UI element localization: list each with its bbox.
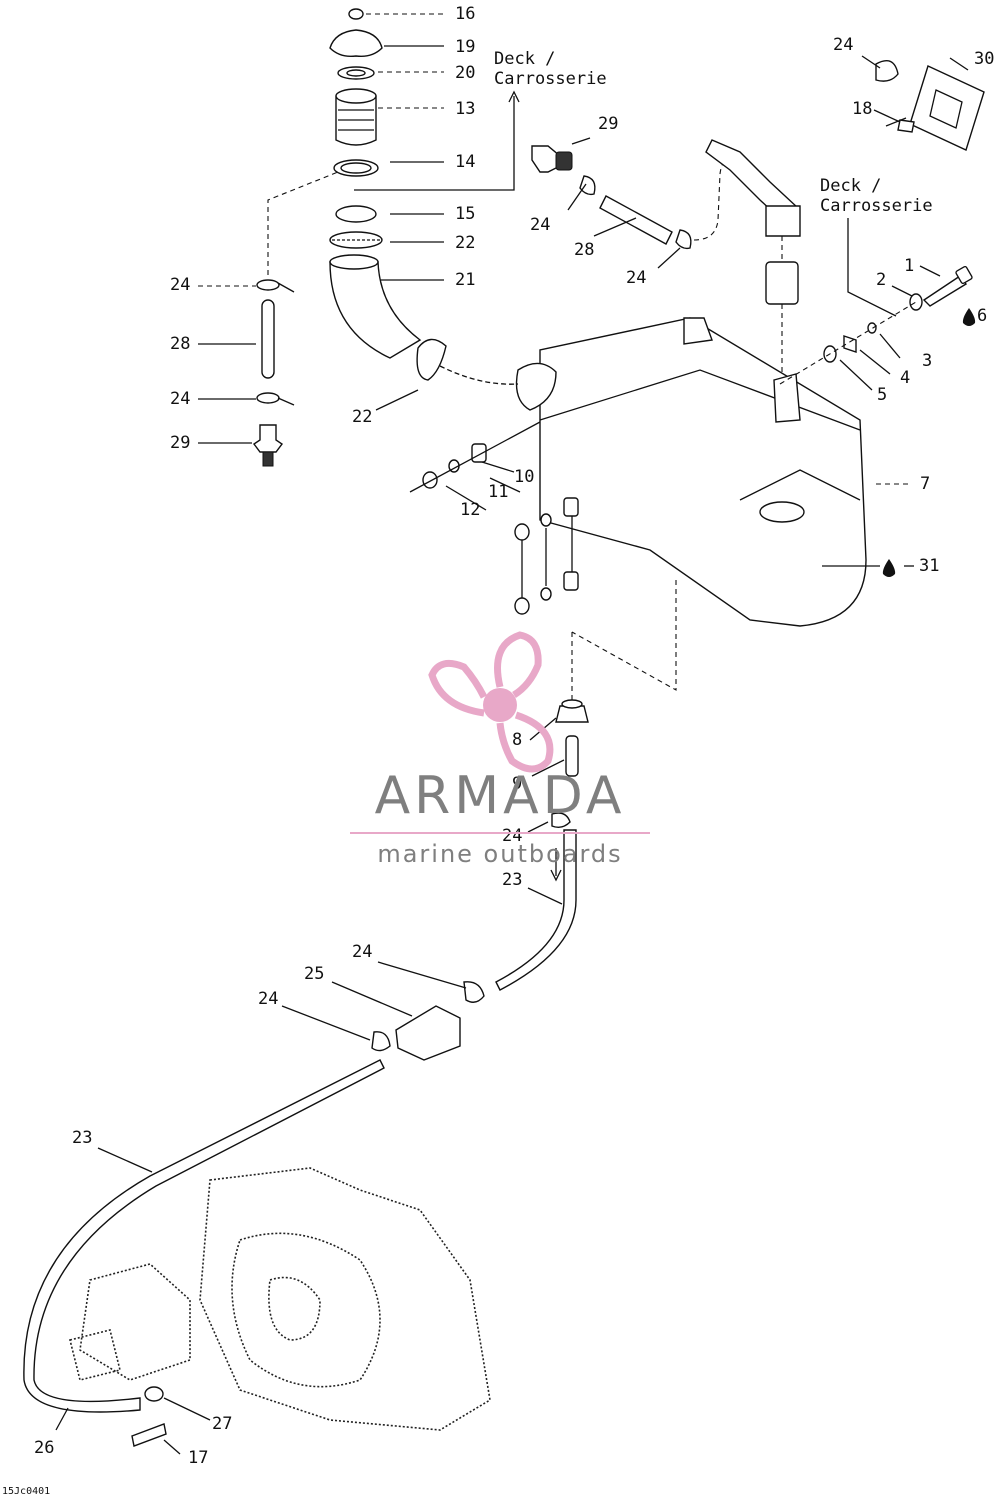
leader-lines	[55, 13, 969, 1455]
callout-23: 23	[72, 1128, 93, 1148]
callout-12: 12	[460, 500, 481, 520]
callout-14: 14	[455, 152, 476, 172]
callout-23: 23	[502, 870, 523, 890]
vent-line-left	[252, 171, 339, 467]
callout-15: 15	[455, 204, 476, 224]
callout-19: 19	[455, 37, 476, 57]
oil-drop-icon	[882, 559, 896, 577]
callout-16: 16	[455, 4, 476, 24]
callout-24: 24	[833, 35, 854, 55]
callout-24: 24	[170, 275, 191, 295]
callout-17: 17	[188, 1448, 209, 1468]
callout-10: 10	[514, 467, 535, 487]
retainer-clip	[875, 60, 985, 151]
callout-28: 28	[574, 240, 595, 260]
figure-id: 15Jc0401	[2, 1486, 51, 1497]
deck-label: Deck / Carrosserie	[820, 176, 933, 216]
callout-26: 26	[34, 1438, 55, 1458]
logo-tagline: marine outboards	[377, 840, 623, 868]
callout-11: 11	[488, 482, 509, 502]
callout-13: 13	[455, 99, 476, 119]
filler-cap-assembly	[329, 8, 447, 381]
callout-29: 29	[170, 433, 191, 453]
spacer-hardware	[409, 421, 579, 615]
callout-22: 22	[352, 407, 373, 427]
callout-25: 25	[304, 964, 325, 984]
vent-line-top	[531, 139, 801, 420]
callout-6: 6	[977, 306, 988, 326]
callout-4: 4	[900, 368, 911, 388]
deck-label-line1: Deck /	[820, 176, 882, 196]
callout-24: 24	[170, 389, 191, 409]
callout-2: 2	[876, 270, 887, 290]
callout-9: 9	[512, 774, 523, 794]
deck-label-line2: Carrosserie	[494, 69, 607, 89]
logo-brand: ARMADA	[374, 766, 626, 826]
callout-20: 20	[455, 63, 476, 83]
callout-22: 22	[455, 233, 476, 253]
deck-label-line2: Carrosserie	[820, 196, 933, 216]
engine-block-outline	[69, 1167, 491, 1447]
callout-24: 24	[530, 215, 551, 235]
callout-24: 24	[626, 268, 647, 288]
callout-8: 8	[512, 730, 523, 750]
callout-30: 30	[974, 49, 995, 69]
callout-27: 27	[212, 1414, 233, 1434]
deck-label-line1: Deck /	[494, 49, 556, 69]
callout-24: 24	[352, 942, 373, 962]
oil-drop-icon	[962, 308, 976, 326]
tank-mount-hardware	[779, 265, 973, 385]
callout-31: 31	[919, 556, 940, 576]
callout-5: 5	[877, 385, 888, 405]
deck-label: Deck / Carrosserie	[494, 49, 607, 89]
fuel-tank	[439, 317, 867, 700]
callout-21: 21	[455, 270, 476, 290]
callout-18: 18	[852, 99, 873, 119]
callout-24: 24	[502, 826, 523, 846]
callout-28: 28	[170, 334, 191, 354]
callout-29: 29	[598, 114, 619, 134]
callout-1: 1	[904, 256, 915, 276]
logo-divider	[350, 832, 650, 834]
callout-3: 3	[922, 351, 933, 371]
armada-propeller-logo	[428, 631, 554, 773]
callout-7: 7	[920, 474, 931, 494]
pickup-and-fuel-line	[23, 699, 589, 1413]
callout-24: 24	[258, 989, 279, 1009]
